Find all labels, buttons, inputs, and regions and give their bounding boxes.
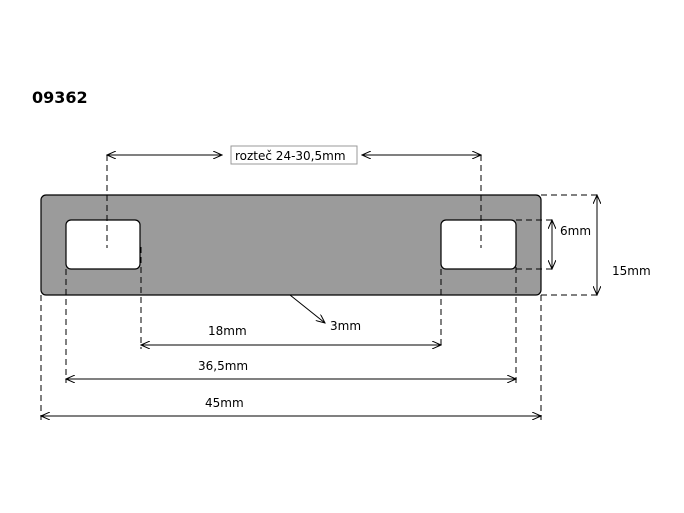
part-number: 09362 [32,88,88,107]
right-hole [440,219,517,270]
length-label: 45mm [205,396,244,410]
hole-gap-label: 18mm [208,324,247,338]
hole-span-label: 36,5mm [198,359,248,373]
pitch-label: rozteč 24-30,5mm [235,149,346,163]
pitch-label-box [230,145,358,165]
height-label: 15mm [612,264,651,278]
extension-lines [40,155,600,420]
left-hole [65,219,141,270]
dimension-arrows [41,155,597,416]
radius-label: 3mm [330,319,361,333]
hole-height-label: 6mm [560,224,591,238]
plate [40,194,542,296]
